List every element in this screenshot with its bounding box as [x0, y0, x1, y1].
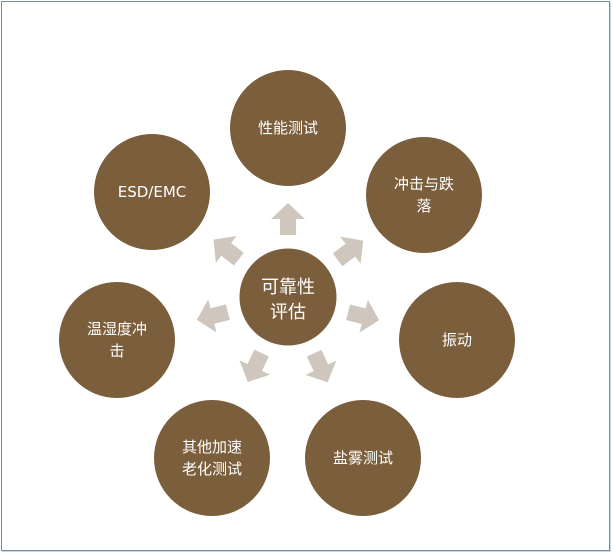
arrow-to-salt-spray-test	[305, 349, 337, 383]
arrow-to-performance-test	[271, 203, 305, 235]
arrow-to-temp-humidity-shock	[196, 299, 230, 333]
node-circle-performance-test	[230, 70, 346, 186]
node-performance-test: 性能测试	[230, 70, 346, 186]
node-circle-esd-emc	[94, 134, 210, 250]
node-circle-shock-drop	[366, 137, 482, 253]
arrow-to-esd-emc	[213, 235, 244, 266]
arrow-to-other-accelerated-aging	[239, 349, 271, 382]
node-label-esd-emc-line-1: ESD/EMC	[118, 183, 187, 201]
center-circle	[236, 245, 340, 349]
node-vibration: 振动	[399, 282, 515, 398]
node-label-other-accelerated-aging-line-1: 其他加速	[182, 438, 242, 456]
node-label-other-accelerated-aging-line-2: 老化测试	[182, 460, 242, 478]
node-circle-temp-humidity-shock	[59, 282, 175, 398]
node-label-shock-drop-line-2: 落	[416, 197, 431, 215]
arrow-to-shock-drop	[332, 236, 364, 267]
node-esd-emc: ESD/EMC	[94, 134, 210, 250]
node-circle-vibration	[399, 282, 515, 398]
node-label-performance-test-line-1: 性能测试	[258, 119, 318, 137]
node-label-vibration-line-1: 振动	[442, 331, 472, 349]
node-label-salt-spray-test-line-1: 盐雾测试	[333, 449, 393, 467]
center-label-line-1: 可靠性	[261, 277, 315, 298]
node-label-temp-humidity-shock-line-2: 击	[109, 342, 124, 360]
node-circle-salt-spray-test	[305, 400, 421, 516]
node-label-shock-drop-line-1: 冲击与跌	[394, 175, 454, 193]
node-label-temp-humidity-shock-line-1: 温湿度冲	[87, 320, 147, 338]
node-circle-other-accelerated-aging	[154, 400, 270, 516]
node-salt-spray-test: 盐雾测试	[305, 400, 421, 516]
center-label-line-2: 评估	[270, 302, 306, 323]
arrow-to-vibration	[346, 299, 380, 333]
